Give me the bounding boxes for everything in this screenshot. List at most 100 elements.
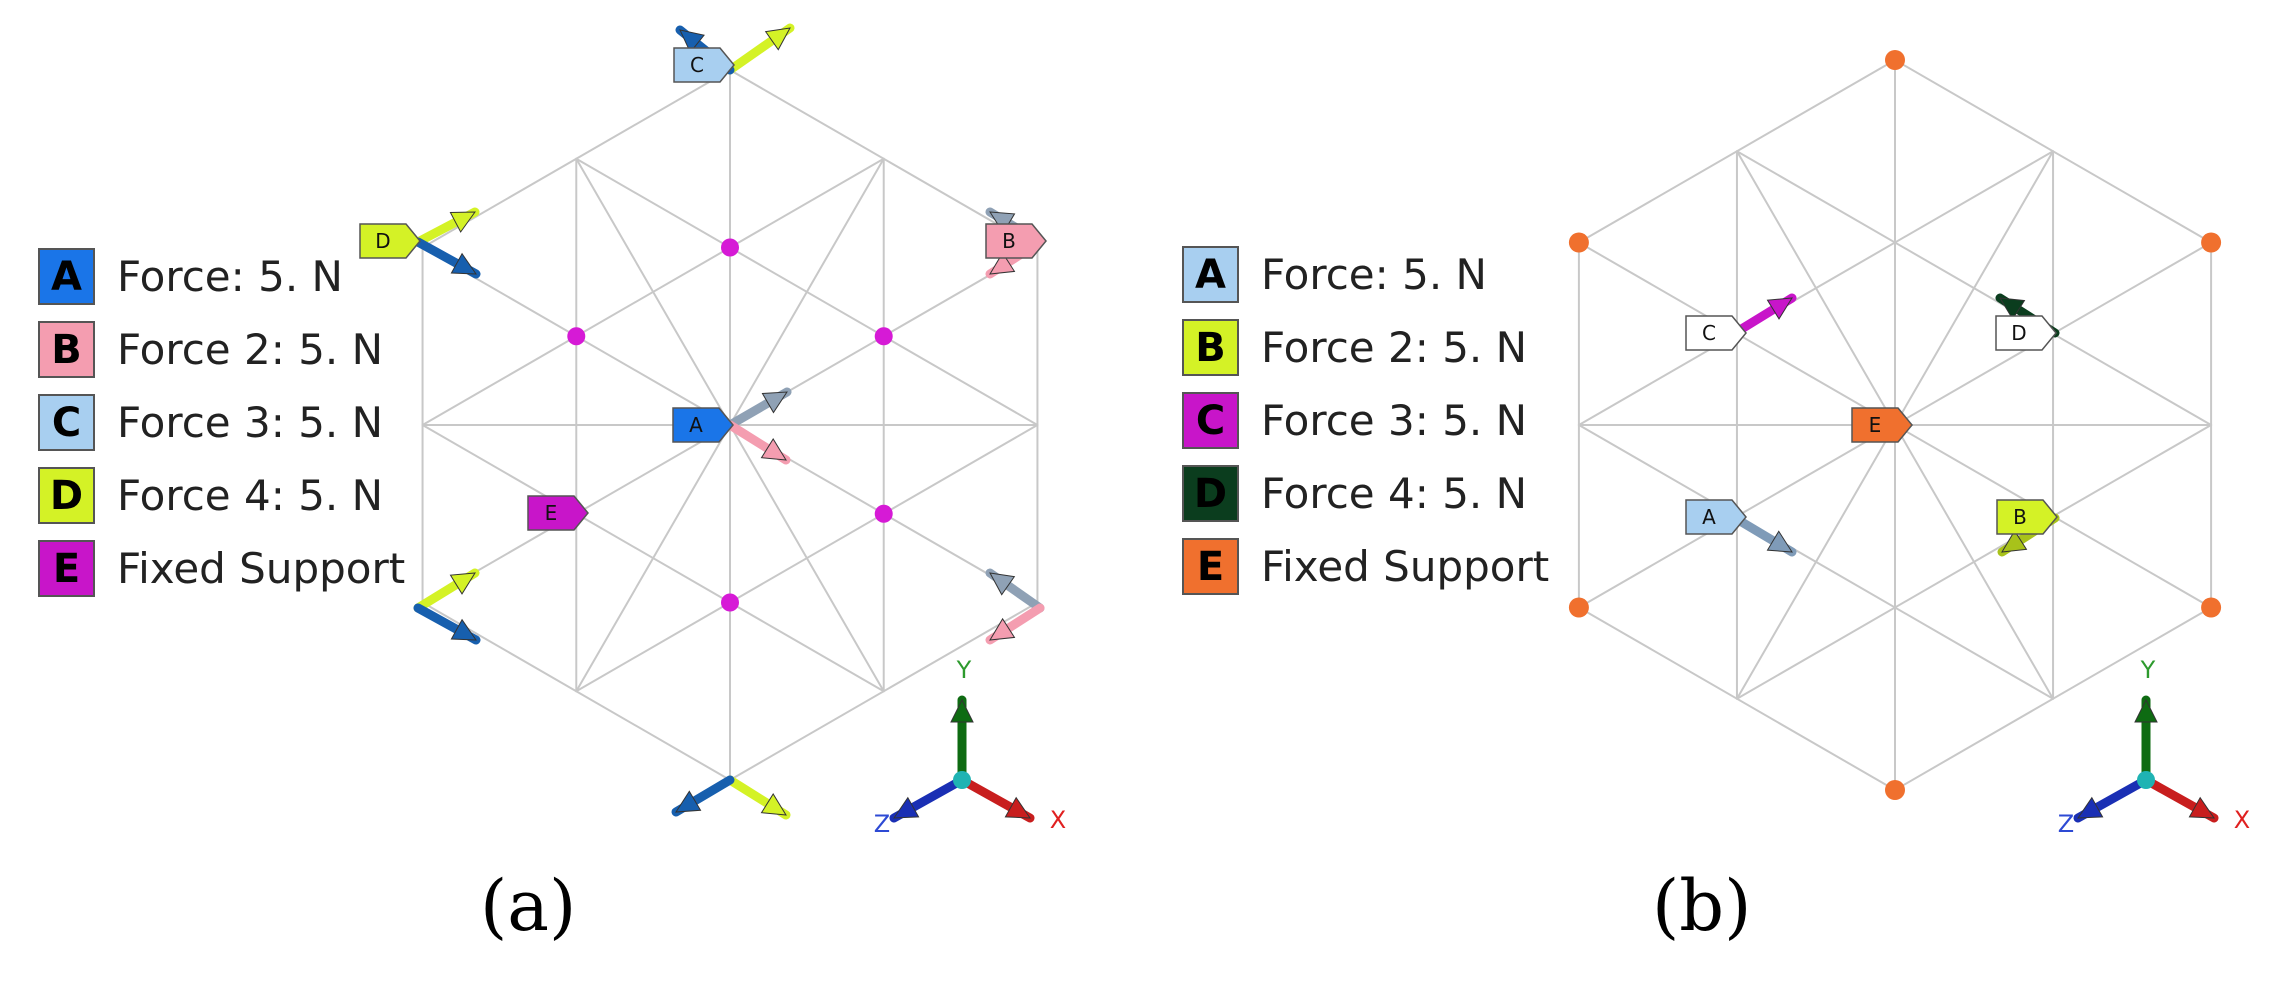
x-axis-arrow-head bbox=[2188, 796, 2215, 819]
legend-swatch: B bbox=[1182, 319, 1239, 376]
x-axis-label: X bbox=[2234, 806, 2250, 834]
legend-swatch: B bbox=[38, 321, 95, 378]
support-tag-e bbox=[1851, 407, 1913, 443]
legend-item-a: A Force: 5. N bbox=[1182, 238, 1549, 311]
caption-b: (b) bbox=[1652, 865, 1752, 947]
support-node bbox=[721, 593, 739, 612]
support-node bbox=[1885, 50, 1905, 70]
support-node bbox=[1885, 780, 1905, 800]
legend-item-a: A Force: 5. N bbox=[38, 240, 405, 313]
force-arrow-head bbox=[760, 793, 787, 816]
force-arrow-head bbox=[760, 438, 787, 461]
z-axis-label: Z bbox=[874, 810, 890, 838]
support-node bbox=[1568, 232, 1589, 253]
force-arrow-head bbox=[450, 618, 477, 641]
legend-label: Force 3: 5. N bbox=[117, 398, 384, 447]
force-tag-b bbox=[985, 223, 1047, 259]
support-tag-e-letter: E bbox=[1869, 413, 1882, 437]
force-tag-a bbox=[1685, 499, 1747, 535]
y-axis-arrow-head bbox=[2134, 698, 2158, 723]
legend-item-b: B Force 2: 5. N bbox=[1182, 311, 1549, 384]
legend-label: Fixed Support bbox=[117, 544, 406, 593]
legend-swatch: D bbox=[38, 467, 95, 524]
x-axis-arrow-head bbox=[1004, 796, 1031, 819]
force-tag-d-letter: D bbox=[375, 229, 390, 253]
force-tag-b-letter: B bbox=[2013, 505, 2027, 529]
legend-label: Fixed Support bbox=[1261, 542, 1550, 591]
support-node bbox=[2201, 232, 2222, 253]
legend-item-e: E Fixed Support bbox=[1182, 530, 1549, 603]
legend-item-d: D Force 4: 5. N bbox=[1182, 457, 1549, 530]
legend-swatch: C bbox=[1182, 392, 1239, 449]
axis-origin bbox=[2137, 771, 2155, 789]
force-arrow-head bbox=[450, 252, 477, 275]
z-axis-label: Z bbox=[2058, 810, 2074, 838]
legend-a: A Force: 5. N B Force 2: 5. N C Force 3:… bbox=[38, 240, 405, 605]
support-tag-e bbox=[527, 495, 589, 531]
force-tag-a-letter: A bbox=[689, 413, 703, 437]
y-axis-label: Y bbox=[2140, 656, 2156, 684]
caption-a: (a) bbox=[480, 865, 577, 947]
legend-swatch: E bbox=[38, 540, 95, 597]
x-axis-label: X bbox=[1050, 806, 1066, 834]
legend-label: Force: 5. N bbox=[1261, 250, 1487, 299]
lattice-edge bbox=[1577, 424, 2055, 700]
z-axis-arrow-head bbox=[2077, 796, 2104, 819]
lattice-edge bbox=[575, 424, 1039, 693]
force-tag-c-letter: C bbox=[1702, 321, 1716, 345]
force-tag-b-letter: B bbox=[1002, 229, 1016, 253]
force-tag-c bbox=[1685, 315, 1747, 351]
force-tag-a bbox=[672, 407, 734, 443]
legend-label: Force 4: 5. N bbox=[117, 471, 384, 520]
support-node bbox=[1568, 597, 1589, 618]
z-axis-arrow-head bbox=[893, 796, 920, 819]
force-arrow-head bbox=[679, 29, 705, 54]
support-tag-e-letter: E bbox=[545, 501, 558, 525]
lattice-edge bbox=[575, 157, 1039, 426]
axis-origin bbox=[953, 771, 971, 789]
legend-label: Force 4: 5. N bbox=[1261, 469, 1528, 518]
force-arrow-head bbox=[449, 572, 476, 595]
support-node bbox=[567, 327, 586, 346]
lattice-edge bbox=[421, 424, 885, 693]
lattice-diagram-a: C D B A E Y X Z bbox=[359, 23, 1066, 838]
force-arrow-d-head bbox=[1999, 297, 2026, 321]
force-arrow-head bbox=[761, 391, 788, 414]
force-arrow-head bbox=[675, 790, 702, 813]
y-axis-arrow-head bbox=[950, 698, 974, 723]
legend-swatch: C bbox=[38, 394, 95, 451]
force-arrow-b-head bbox=[2001, 529, 2028, 553]
legend-item-c: C Force 3: 5. N bbox=[1182, 384, 1549, 457]
force-arrow-head bbox=[989, 572, 1016, 596]
force-arrow-head bbox=[989, 251, 1016, 275]
legend-item-b: B Force 2: 5. N bbox=[38, 313, 405, 386]
legend-label: Force 2: 5. N bbox=[117, 325, 384, 374]
legend-swatch: A bbox=[38, 248, 95, 305]
force-arrow-head bbox=[449, 211, 476, 233]
support-node bbox=[721, 238, 739, 257]
force-arrow-a-head bbox=[1766, 530, 1793, 553]
support-node bbox=[874, 504, 893, 523]
force-tag-d-letter: D bbox=[2011, 321, 2026, 345]
force-tag-d bbox=[1995, 315, 2057, 351]
force-arrow-head bbox=[764, 27, 791, 51]
legend-swatch: A bbox=[1182, 246, 1239, 303]
lattice-edge bbox=[1735, 424, 2213, 700]
force-arrow-head bbox=[989, 617, 1016, 641]
legend-swatch: E bbox=[1182, 538, 1239, 595]
force-tag-c bbox=[673, 47, 735, 83]
legend-swatch: D bbox=[1182, 465, 1239, 522]
force-tag-c-letter: C bbox=[690, 53, 704, 77]
force-tag-b bbox=[1996, 499, 2058, 535]
y-axis-label: Y bbox=[956, 656, 972, 684]
legend-item-d: D Force 4: 5. N bbox=[38, 459, 405, 532]
support-node bbox=[874, 327, 893, 346]
legend-b: A Force: 5. N B Force 2: 5. N C Force 3:… bbox=[1182, 238, 1549, 603]
legend-item-c: C Force 3: 5. N bbox=[38, 386, 405, 459]
lattice-edge bbox=[1735, 150, 2213, 426]
force-arrow-c-head bbox=[1766, 297, 1793, 320]
legend-label: Force 2: 5. N bbox=[1261, 323, 1528, 372]
